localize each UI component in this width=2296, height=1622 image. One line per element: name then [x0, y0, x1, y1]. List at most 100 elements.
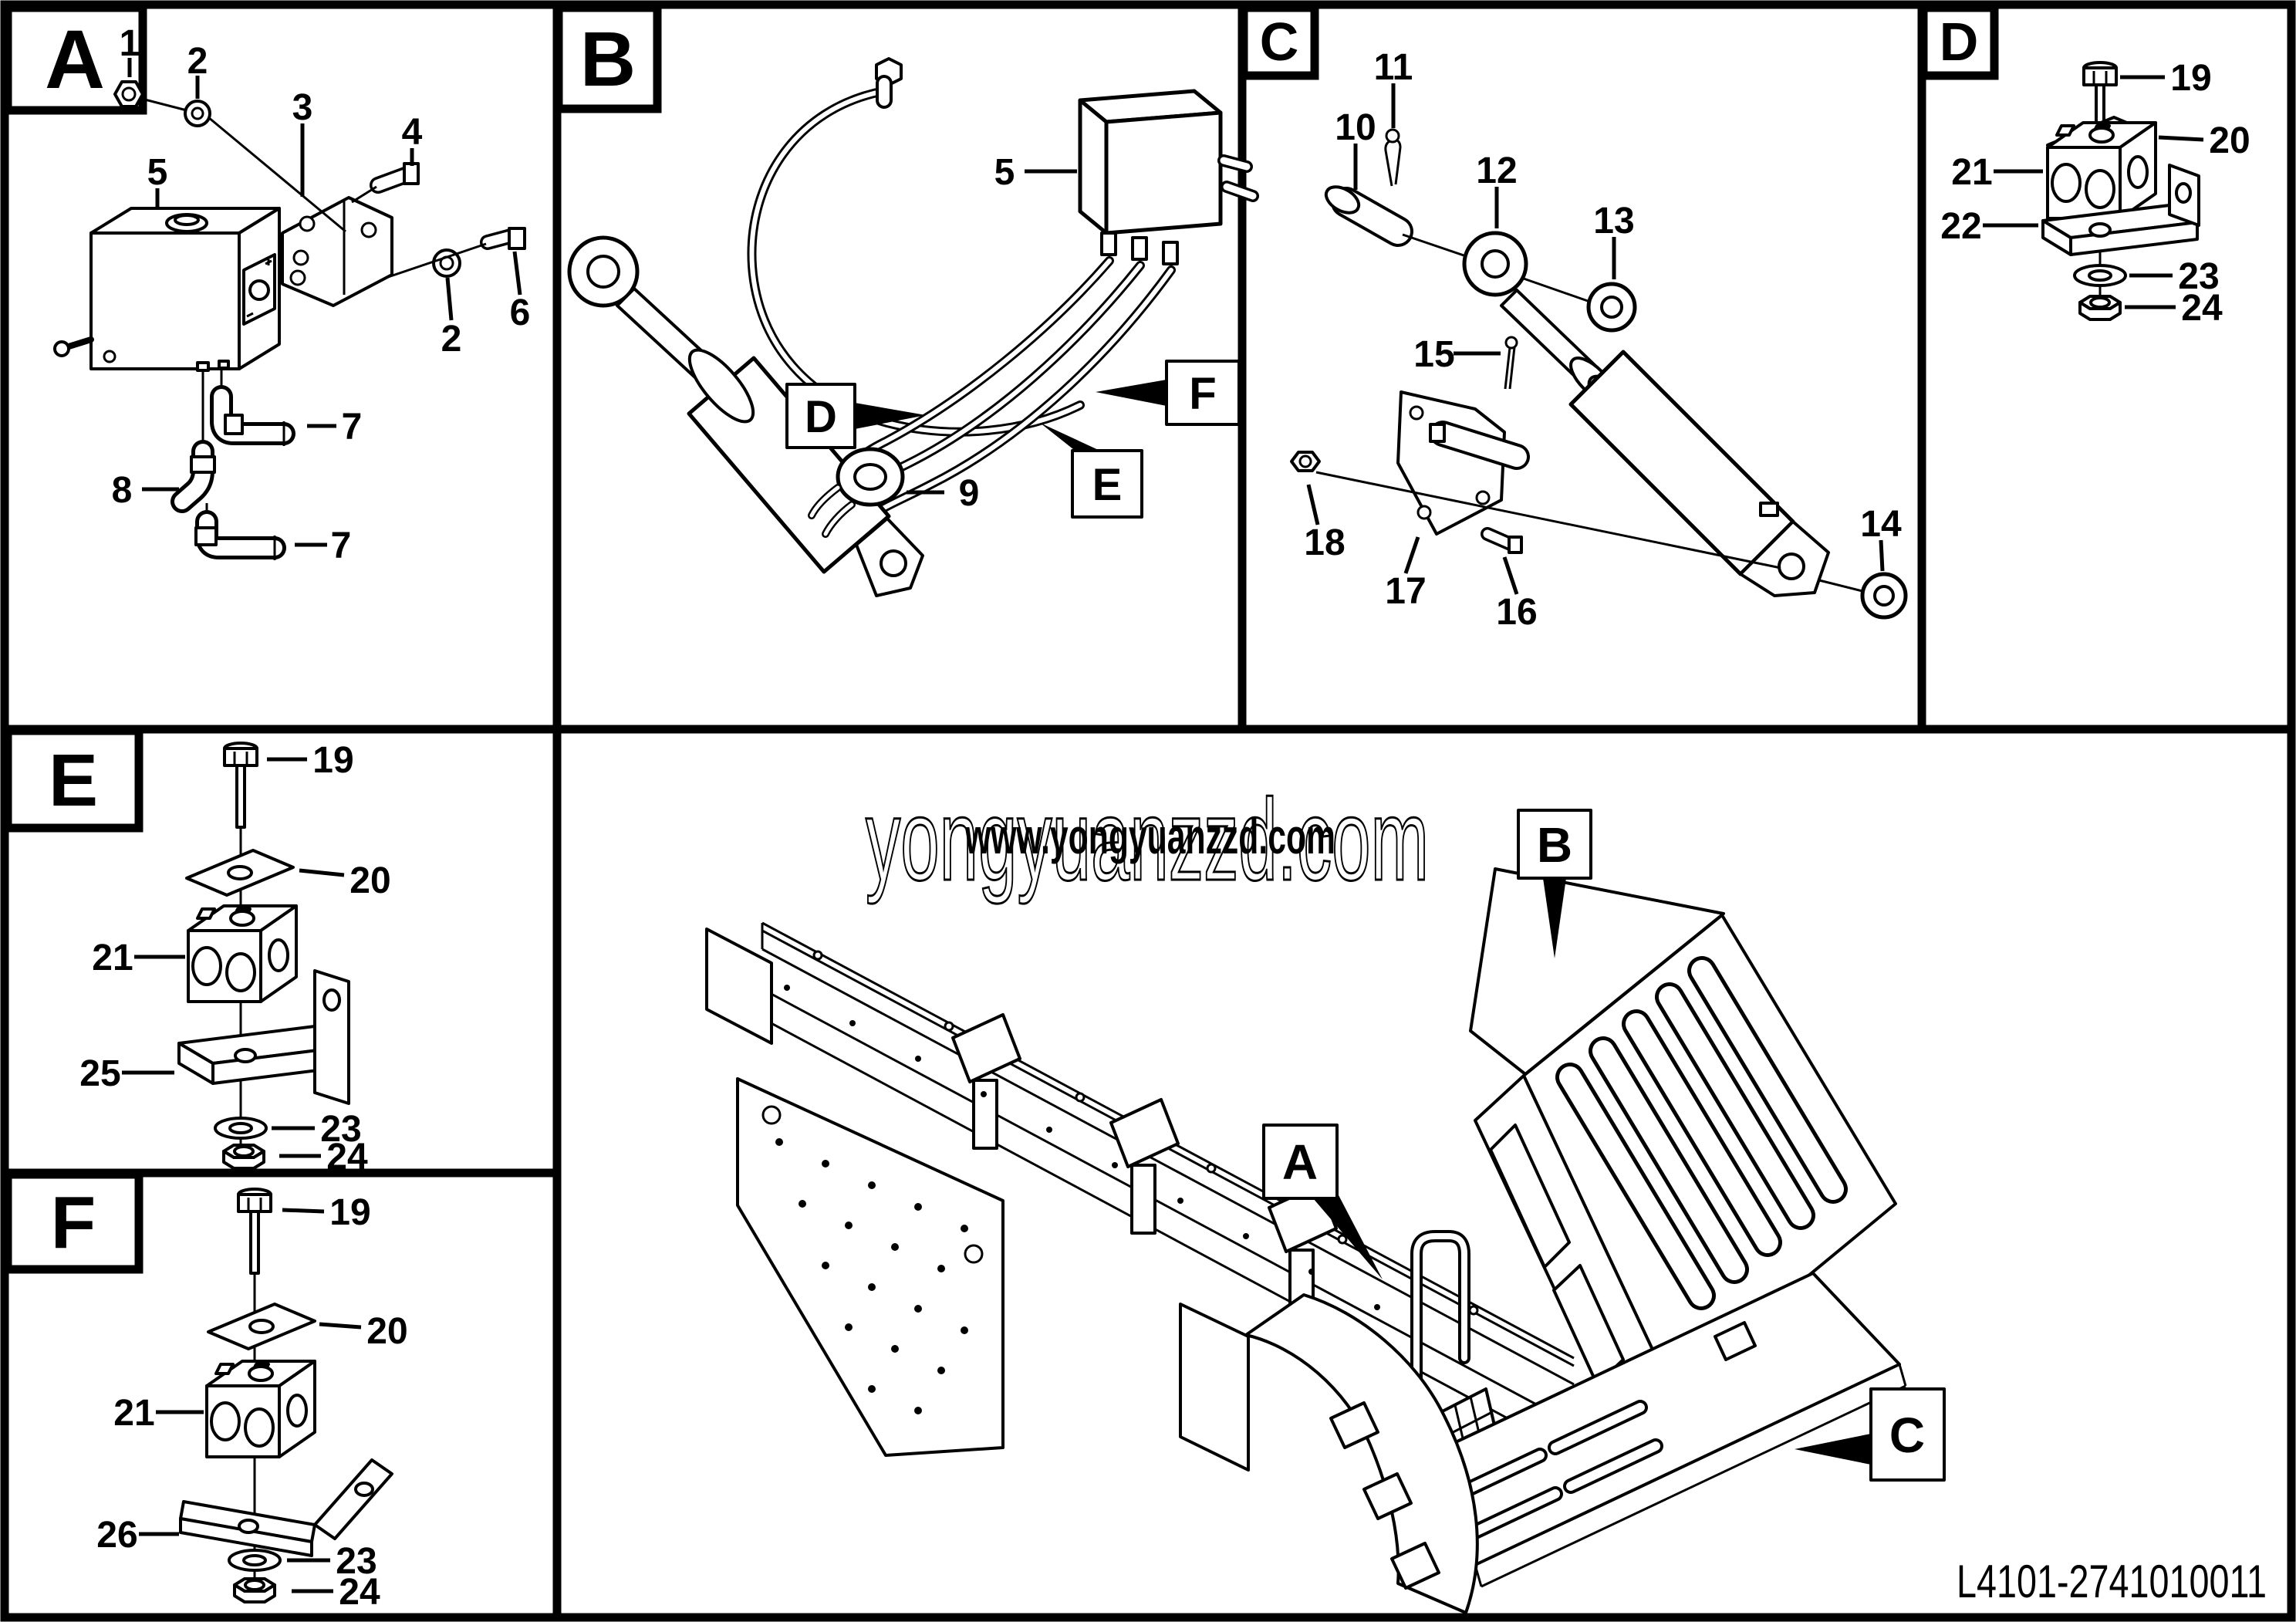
panel-b-letter: B — [580, 16, 636, 103]
grommet — [808, 447, 905, 538]
panel-c: C — [1239, 3, 1908, 633]
callout-6: 6 — [510, 292, 531, 333]
overview-ref-c-letter: C — [1889, 1407, 1925, 1463]
panel-e-label-box — [3, 726, 144, 833]
callout-19: 19 — [2170, 58, 2211, 99]
panel-d: D 19 20 21 22 — [1919, 3, 2250, 329]
callout-24: 24 — [2181, 288, 2223, 329]
ref-e-letter: E — [1092, 460, 1123, 510]
callout-2: 2 — [187, 41, 208, 82]
callout-25: 25 — [79, 1053, 120, 1094]
chassis-frame — [705, 921, 1575, 1437]
callout-22: 22 — [1940, 206, 1981, 247]
mud-flap — [1179, 1303, 1250, 1472]
pump-assembly — [53, 207, 281, 372]
panel-b: B — [554, 3, 1259, 597]
callout-16: 16 — [1496, 592, 1537, 633]
panel-c-callouts: 10 11 12 13 15 18 17 16 14 — [1304, 47, 1902, 633]
callout-20: 20 — [349, 860, 390, 901]
clamp-stack — [2041, 61, 2200, 321]
callout-21: 21 — [1951, 152, 1992, 193]
ref-d-letter: D — [805, 392, 837, 442]
panel-b-label-box — [554, 3, 662, 113]
callout-20: 20 — [2209, 120, 2250, 161]
callout-24: 24 — [339, 1572, 380, 1613]
callout-24: 24 — [326, 1137, 368, 1178]
callout-20: 20 — [366, 1311, 407, 1352]
callout-7b: 7 — [331, 525, 352, 566]
ref-box-e: E — [1040, 423, 1143, 519]
gusset-plate — [736, 1077, 1004, 1457]
panel-a-callouts: 1 2 3 4 5 2 6 7 8 7 — [112, 23, 531, 566]
overview-ref-b: B — [1517, 809, 1592, 958]
callout-21: 21 — [92, 938, 133, 978]
panel-b-callouts: 5 9 — [907, 152, 1077, 514]
windshield — [1489, 1124, 1571, 1269]
callout-23: 23 — [320, 1109, 361, 1150]
callout-2b: 2 — [441, 319, 462, 360]
truck-overview: A B C — [705, 809, 1946, 1614]
fasteners — [113, 80, 526, 279]
callout-7a: 7 — [342, 407, 363, 448]
panel-f-letter: F — [51, 1181, 96, 1264]
panel-f-callouts: 19 20 21 26 23 24 — [96, 1192, 407, 1613]
pin-and-eye — [1324, 128, 1637, 333]
tilt-cylinder — [1500, 289, 1908, 620]
front-fender — [1179, 1293, 1479, 1614]
callout-9: 9 — [959, 473, 980, 514]
callout-11: 11 — [1374, 47, 1413, 88]
panel-a: A — [3, 3, 531, 566]
callout-18: 18 — [1304, 522, 1345, 563]
callout-23: 23 — [336, 1541, 376, 1582]
callout-19: 19 — [329, 1192, 370, 1233]
panel-a-letter: A — [45, 12, 105, 106]
callout-5: 5 — [994, 152, 1015, 193]
ref-f-letter: F — [1189, 369, 1216, 419]
watermark-overlay-text: www.yongyuanzzd.com — [964, 809, 1335, 864]
callout-26: 26 — [96, 1515, 137, 1556]
panel-f-label-box — [3, 1170, 144, 1274]
watermark: yongyuanzzd.com www.yongyuanzzd.com — [865, 774, 1430, 906]
overview-ref-b-letter: B — [1537, 817, 1572, 873]
bracket-26 — [179, 1458, 393, 1557]
overview-ref-a: A — [1262, 1124, 1383, 1279]
panel-e-callouts: 19 20 21 25 23 24 — [79, 740, 390, 1178]
callout-23: 23 — [2178, 256, 2219, 297]
panel-c-letter: C — [1260, 12, 1299, 72]
panel-e-letter: E — [49, 739, 98, 822]
watermark-outline-text: yongyuanzzd.com — [866, 775, 1429, 904]
callout-8: 8 — [112, 470, 133, 511]
ref-box-d: D — [785, 383, 926, 449]
panel-e: E 19 20 21 25 — [3, 726, 391, 1178]
panel-d-letter: D — [1940, 12, 1979, 72]
drawing-number: L4101-2741010011 — [1957, 1556, 2267, 1607]
callout-4: 4 — [402, 112, 423, 153]
callout-13: 13 — [1593, 201, 1634, 242]
panel-f: F 19 20 21 26 — [3, 1170, 408, 1613]
callout-10: 10 — [1335, 107, 1376, 148]
bracket-25 — [177, 969, 350, 1105]
hydraulic-fittings — [171, 369, 295, 560]
ref-box-f: F — [1096, 360, 1241, 426]
handrail — [1410, 1230, 1470, 1387]
callout-17: 17 — [1385, 571, 1426, 612]
panel-d-label-box — [1919, 3, 1999, 80]
clamp-stack — [179, 1188, 393, 1603]
callout-21: 21 — [113, 1393, 154, 1434]
cotter-pin-15 — [1504, 346, 1511, 390]
callout-5: 5 — [147, 152, 168, 193]
tilted-cab — [1430, 867, 1897, 1491]
power-unit — [1078, 89, 1259, 265]
callout-15: 15 — [1413, 334, 1454, 375]
panel-a-label-box — [3, 3, 147, 115]
overview-ref-c: C — [1795, 1387, 1946, 1482]
callout-12: 12 — [1476, 150, 1517, 191]
callout-19: 19 — [312, 740, 353, 781]
panel-d-callouts: 19 20 21 22 23 24 — [1940, 58, 2250, 329]
panel-c-label-box — [1239, 3, 1319, 80]
roof-ribs — [1555, 956, 1848, 1310]
pivot-bracket — [1290, 336, 1781, 569]
clamp-stack — [177, 742, 350, 1170]
